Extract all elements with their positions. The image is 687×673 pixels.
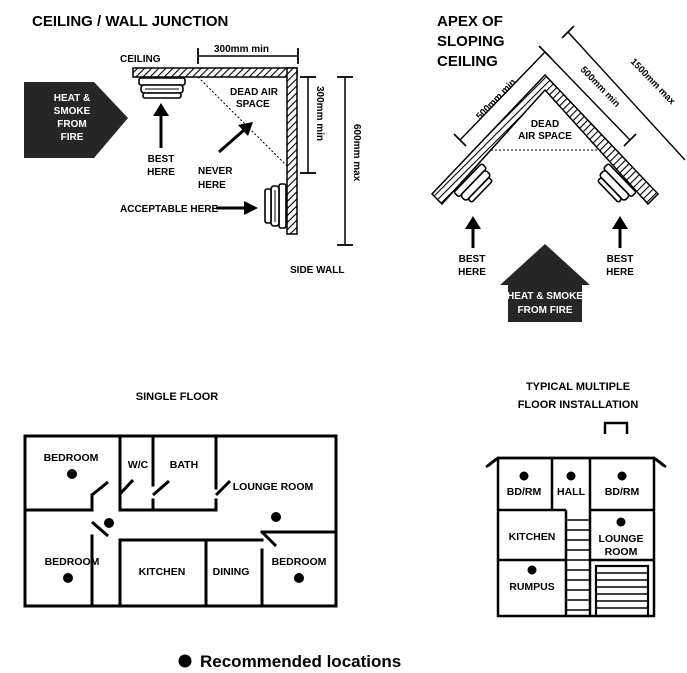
room-kitchen: KITCHEN (139, 566, 186, 578)
dimension-300-vertical-label: 300mm min (314, 86, 325, 141)
apex-dimension-line-1500 (567, 31, 686, 161)
apex-dimension-1500-label: 1500mm max (628, 56, 678, 107)
room-lounge-line2: ROOM (605, 546, 638, 558)
apex-dimension-500-right-label: 500mm min (578, 64, 622, 109)
ceiling-surface (132, 67, 298, 78)
room-rumpus: RUMPUS (509, 581, 555, 593)
garage-door (594, 564, 650, 618)
best-here-arrow (153, 103, 169, 148)
legend: Recommended locations (178, 652, 401, 671)
multi-floor-title-line1: TYPICAL MULTIPLE (526, 381, 630, 393)
room-lounge-line1: LOUNGE (599, 533, 644, 545)
ceiling-wall-title: CEILING / WALL JUNCTION (32, 13, 228, 30)
dead-air-line2: SPACE (236, 99, 270, 110)
best-here-line2: HERE (147, 167, 175, 178)
sloping-roof (430, 73, 660, 206)
single-floor-plan: SINGLE FLOOR (23, 391, 338, 608)
detector-dot (566, 471, 576, 481)
legend-label: Recommended locations (200, 652, 401, 671)
apex-dead-air-line2: AIR SPACE (518, 131, 572, 142)
acceptable-here-label: ACCEPTABLE HERE (120, 204, 218, 215)
ceiling-smoke-alarm-icon (138, 77, 186, 99)
heat-smoke-arrow (24, 82, 128, 158)
ceiling-wall-junction-panel: CEILING / WALL JUNCTION CEILING 300mm mi… (24, 13, 362, 276)
ceiling-label: CEILING (120, 54, 161, 65)
acceptable-here-arrow (216, 201, 258, 215)
room-bedroom-bottom-left: BEDROOM (45, 556, 100, 568)
room-bath: BATH (170, 459, 198, 471)
apex-dimension-line-right (544, 51, 631, 141)
detector-dot (67, 469, 77, 479)
room-lounge: LOUNGE ROOM (233, 481, 314, 493)
apex-best-left-arrow (465, 216, 481, 248)
detector-dot (616, 517, 626, 527)
staircase (566, 519, 590, 611)
room-wc: W/C (128, 459, 149, 471)
room-bdrm-right: BD/RM (605, 486, 640, 498)
multiple-floor-plan: TYPICAL MULTIPLE FLOOR INSTALLATION (485, 381, 667, 618)
detector-dot (527, 565, 537, 575)
detector-dot (271, 512, 281, 522)
apex-title-line3: CEILING (437, 53, 498, 70)
dead-air-boundary (197, 76, 288, 167)
dimension-300-horizontal-label: 300mm min (214, 44, 269, 55)
detector-dot (63, 573, 73, 583)
apex-title-line2: SLOPING (437, 33, 505, 50)
legend-dot-icon (178, 654, 192, 668)
apex-best-right-arrow (612, 216, 628, 248)
detector-dot (104, 518, 114, 528)
svg-text:HEAT &: HEAT & (54, 93, 90, 104)
side-wall-label: SIDE WALL (290, 265, 344, 276)
room-dining: DINING (213, 566, 250, 578)
room-bedroom-bottom-right: BEDROOM (272, 556, 327, 568)
apex-dead-air-line1: DEAD (531, 119, 559, 130)
apex-best-left-line2: HERE (458, 267, 486, 278)
apex-dimension-line-left (459, 51, 546, 141)
svg-text:HEAT & SMOKE: HEAT & SMOKE (507, 291, 583, 302)
svg-text:FROM FIRE: FROM FIRE (518, 305, 573, 316)
apex-best-right-line2: HERE (606, 267, 634, 278)
apex-best-right-line1: BEST (607, 254, 634, 265)
never-here-line1: NEVER (198, 166, 233, 177)
room-hall: HALL (557, 486, 586, 498)
never-here-arrow (218, 122, 253, 154)
detector-dot (617, 471, 627, 481)
apex-sloping-ceiling-panel: APEX OF SLOPING CEILING DEAD AIR SPACE 5… (430, 13, 686, 322)
room-bedroom-top: BEDROOM (44, 452, 99, 464)
room-bdrm-left: BD/RM (507, 486, 542, 498)
never-here-line2: HERE (198, 180, 226, 191)
side-wall-surface (286, 67, 298, 235)
detector-dot (519, 471, 529, 481)
apex-heat-smoke-arrow (500, 244, 590, 322)
apex-right-smoke-alarm-icon (597, 163, 637, 203)
svg-text:FIRE: FIRE (61, 132, 84, 143)
dead-air-line1: DEAD AIR (230, 87, 279, 98)
best-here-line1: BEST (148, 154, 175, 165)
wall-smoke-alarm-icon (264, 183, 287, 229)
svg-text:SMOKE: SMOKE (54, 106, 91, 117)
detector-dot (294, 573, 304, 583)
room-kitchen-multi: KITCHEN (509, 531, 556, 543)
multi-floor-title-line2: FLOOR INSTALLATION (518, 399, 639, 411)
apex-best-left-line1: BEST (459, 254, 486, 265)
single-floor-title: SINGLE FLOOR (136, 391, 219, 403)
apex-title-line1: APEX OF (437, 13, 503, 30)
apex-left-smoke-alarm-icon (453, 163, 493, 203)
dimension-600-label: 600mm max (351, 124, 362, 182)
svg-text:FROM: FROM (57, 119, 86, 130)
